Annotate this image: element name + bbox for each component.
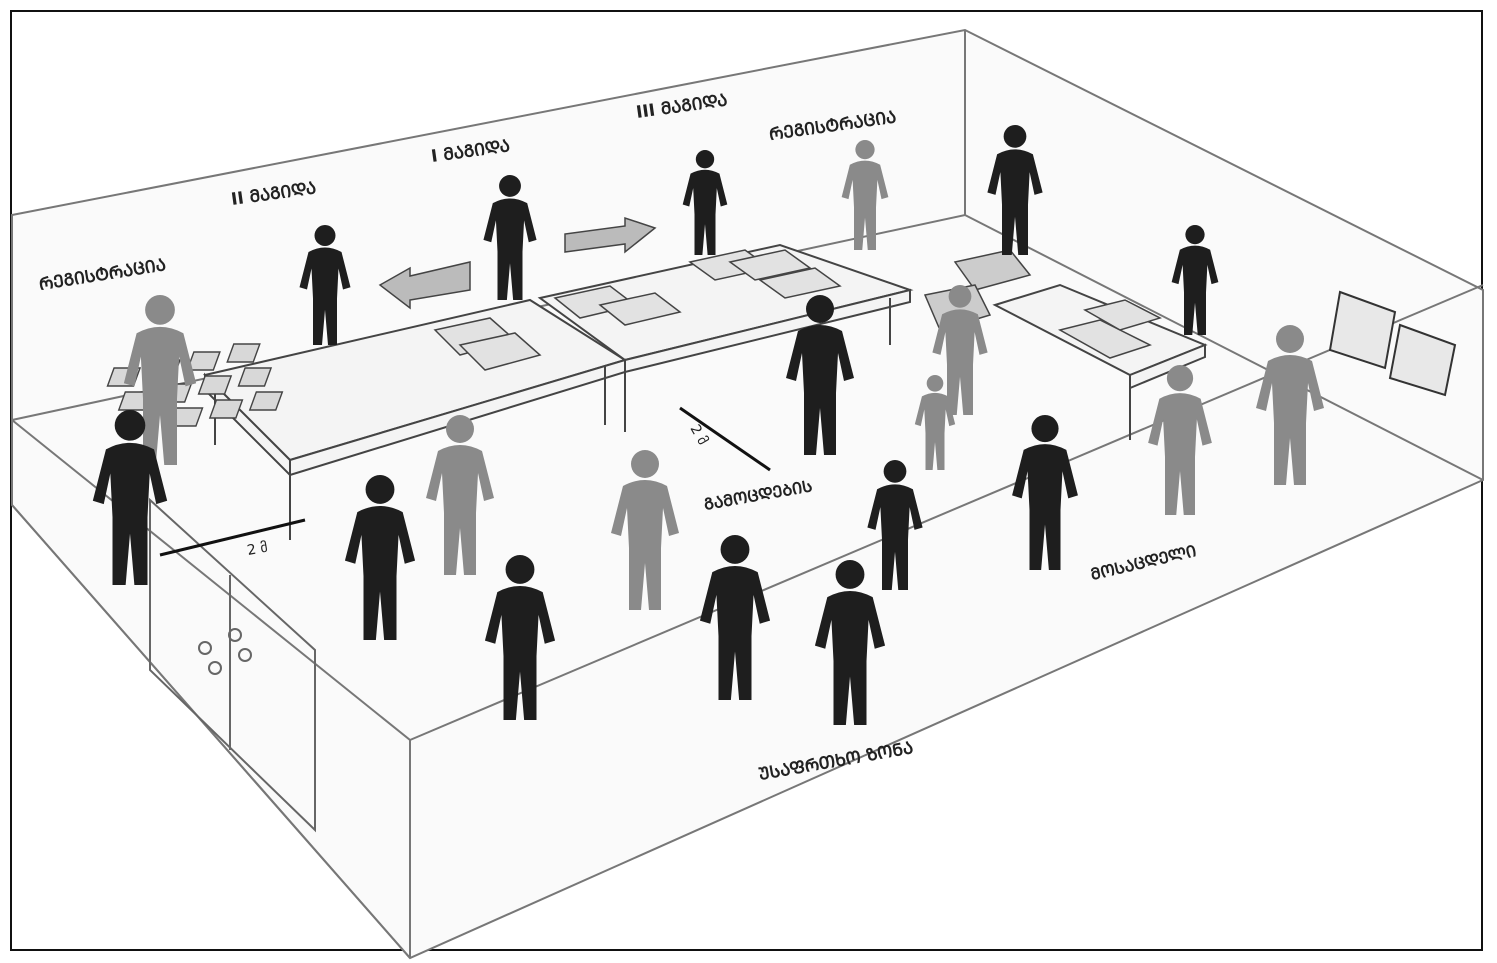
room-diagram: ᲠᲔᲒᲘᲡᲢᲠᲐᲪᲘᲐ II ᲛᲐᲒᲘᲓᲐ I ᲛᲐᲒᲘᲓᲐ III ᲛᲐᲒᲘᲓ… [0, 0, 1497, 963]
